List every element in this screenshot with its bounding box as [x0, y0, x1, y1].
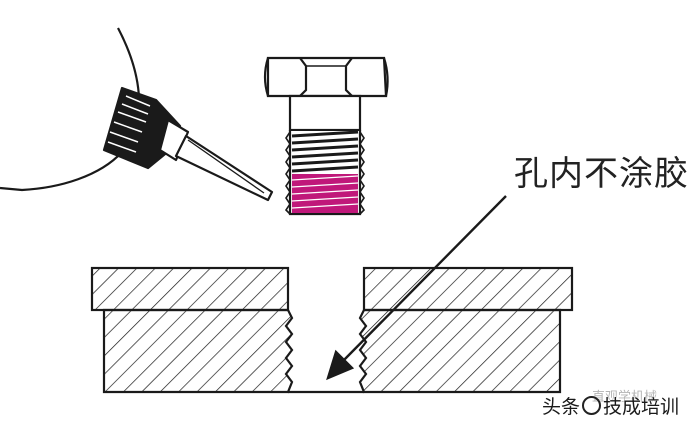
hex-bolt-icon	[263, 56, 389, 216]
glue-bottle-icon	[0, 27, 274, 202]
watermark-handle: 技成培训	[603, 396, 680, 418]
watermark-prefix: 头条	[542, 396, 581, 418]
annotation-label: 孔内不涂胶	[514, 154, 689, 194]
workpiece-left	[90, 266, 294, 394]
at-logo-icon	[582, 396, 602, 415]
pointer-arrow-icon	[326, 195, 507, 381]
workpiece-right	[358, 266, 574, 394]
watermark: 头条技成培训	[542, 392, 679, 419]
watermark-ghost: 直观学机械	[592, 390, 658, 405]
